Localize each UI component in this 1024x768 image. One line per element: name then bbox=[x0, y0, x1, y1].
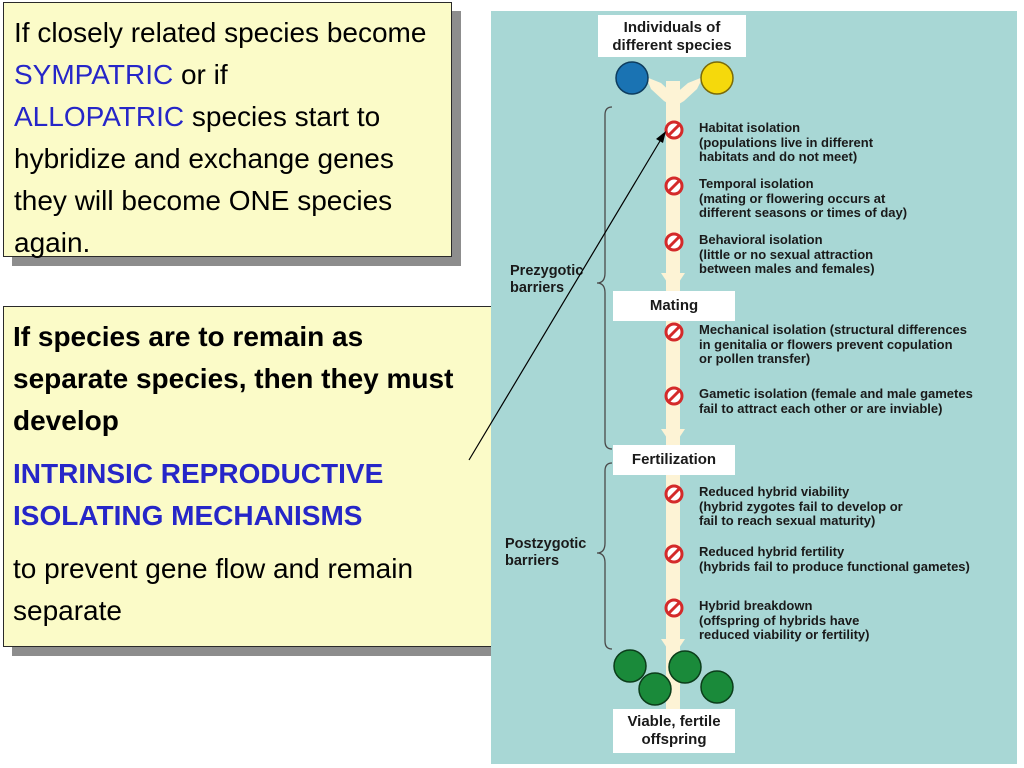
note1-text-start: If closely related species become bbox=[14, 17, 427, 48]
note2-lead: If species are to remain as separate spe… bbox=[13, 321, 454, 436]
term-allopatric: ALLOPATRIC bbox=[14, 101, 185, 132]
diagram-graphics bbox=[596, 61, 734, 731]
offspring-circle bbox=[613, 649, 647, 683]
note1-text-or-if: or if bbox=[173, 59, 228, 90]
stop-icon bbox=[664, 232, 684, 252]
postzygotic-brace bbox=[596, 462, 613, 650]
mating-box: Mating bbox=[613, 291, 735, 321]
species-b-circle bbox=[700, 61, 734, 95]
barrier-item: Reduced hybrid fertility (hybrids fail t… bbox=[699, 544, 970, 574]
fertilization-box: Fertilization bbox=[613, 445, 735, 475]
barrier-item: Temporal isolation (mating or flowering … bbox=[699, 176, 908, 220]
barrier-item: Mechanical isolation (structural differe… bbox=[699, 322, 968, 366]
barrier-item: Habitat isolation (populations live in d… bbox=[699, 120, 874, 164]
flow-arrowhead-mating bbox=[661, 273, 685, 291]
flow-arrowhead-fertilization bbox=[661, 429, 685, 447]
stop-icon bbox=[664, 598, 684, 618]
note-isolating-mechanisms: If species are to remain as separate spe… bbox=[3, 306, 495, 647]
barrier-item: Gametic isolation (female and male gamet… bbox=[699, 386, 973, 416]
flow-arrow-top-right bbox=[674, 77, 703, 107]
term-sympatric: SYMPATRIC bbox=[14, 59, 174, 90]
barrier-item: Behavioral isolation (little or no sexua… bbox=[699, 232, 875, 276]
note-hybridization: If closely related species become SYMPAT… bbox=[3, 2, 452, 258]
individuals-box: Individuals of different species bbox=[598, 15, 746, 57]
stop-icon bbox=[664, 120, 684, 140]
stop-icon bbox=[664, 484, 684, 504]
note2-mechanisms: INTRINSIC REPRODUCTIVE ISOLATING MECHANI… bbox=[13, 458, 384, 531]
stop-icon bbox=[664, 176, 684, 196]
stop-icon bbox=[664, 386, 684, 406]
prezygotic-label: Prezygotic barriers bbox=[510, 263, 584, 296]
offspring-circle bbox=[638, 672, 672, 706]
stop-icons bbox=[664, 120, 684, 618]
postzygotic-label: Postzygotic barriers bbox=[505, 536, 587, 569]
reproductive-barriers-diagram: Individuals of different species Mating … bbox=[491, 11, 1017, 764]
flow-arrowhead-bottom bbox=[661, 639, 685, 657]
note2-tail: to prevent gene flow and remain separate bbox=[13, 553, 414, 626]
stop-icon bbox=[664, 322, 684, 342]
flow-arrow-top-left bbox=[646, 77, 674, 107]
note1-text-end: species start to hybridize and exchange … bbox=[14, 101, 394, 258]
stop-icon bbox=[664, 544, 684, 564]
barrier-item: Reduced hybrid viability (hybrid zygotes… bbox=[699, 484, 903, 528]
offspring-circle bbox=[700, 670, 734, 704]
offspring-circle bbox=[668, 650, 702, 684]
barrier-item: Hybrid breakdown (offspring of hybrids h… bbox=[699, 598, 870, 642]
offspring-box: Viable, fertile offspring bbox=[613, 709, 735, 753]
prezygotic-brace bbox=[596, 106, 613, 450]
species-a-circle bbox=[615, 61, 649, 95]
